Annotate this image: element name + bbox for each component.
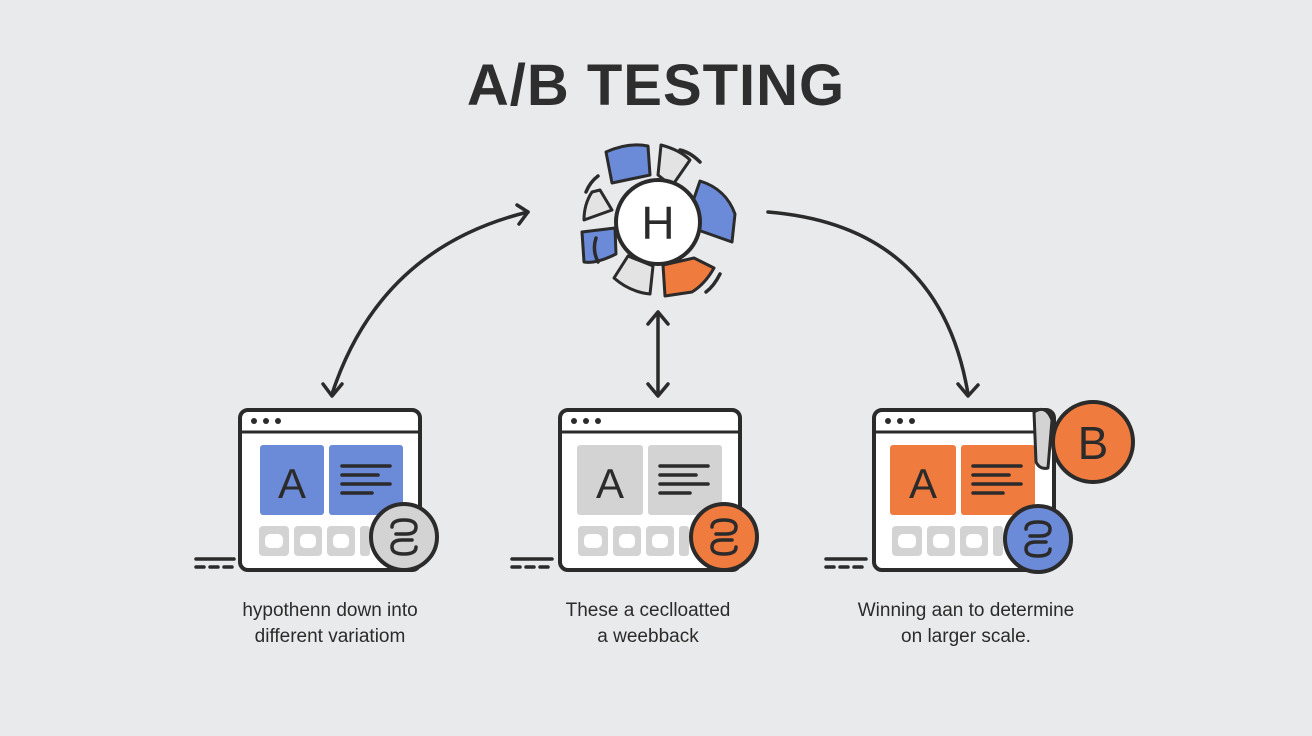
right-arrowhead — [956, 382, 980, 398]
hypothesis-hub: H — [580, 143, 737, 298]
hub-ring-icon — [580, 143, 737, 298]
caption-1-line-1: hypothenn down into — [242, 600, 418, 621]
variant-letter: A — [278, 460, 306, 507]
text-lines-icon — [340, 464, 392, 495]
caption-2: These a ceclloatted a weebback — [498, 598, 798, 650]
left-curved-arrow — [330, 210, 530, 396]
variant-text-block — [329, 445, 403, 515]
variant-panel-1: A — [194, 408, 439, 572]
variant-letter: A — [596, 460, 624, 507]
text-lines-icon — [971, 464, 1023, 495]
caption-2-line-1: These a ceclloatted — [565, 600, 731, 621]
badge-link-icon — [1003, 504, 1073, 574]
center-arrowhead-bottom — [646, 382, 670, 398]
caption-1: hypothenn down into different variatiom — [180, 598, 480, 650]
left-arrowhead-top — [515, 203, 530, 226]
dash-lines-icon — [194, 557, 236, 569]
variant-b-letter: B — [1078, 417, 1109, 469]
caption-1-line-2: different variatiom — [254, 626, 406, 647]
variant-text-block — [648, 445, 722, 515]
right-curved-arrow — [766, 210, 970, 396]
diagram-title: A/B TESTING — [466, 53, 846, 118]
caption-3-line-2: on larger scale. — [901, 626, 1031, 647]
badge-link-icon — [689, 502, 759, 572]
caption-2-line-2: a weebback — [597, 626, 699, 647]
badge-link-icon — [369, 502, 439, 572]
caption-3-line-1: Winning aan to determine — [857, 600, 1075, 621]
caption-3: Winning aan to determine on larger scale… — [816, 598, 1116, 650]
dash-lines-icon — [824, 557, 868, 569]
hub-letter: H — [641, 197, 674, 249]
variant-panel-2: A — [510, 408, 759, 572]
center-arrowhead-top — [646, 310, 670, 326]
variant-b-badge: B — [1032, 400, 1135, 484]
variant-text-block — [961, 445, 1035, 515]
variant-image-block — [260, 445, 324, 515]
dash-lines-icon — [510, 557, 554, 569]
text-lines-icon — [658, 464, 710, 495]
variant-image-block — [890, 445, 956, 515]
variant-letter: A — [909, 460, 937, 507]
variant-image-block — [577, 445, 643, 515]
left-arrowhead-bottom — [321, 382, 344, 398]
variant-panel-3: A B — [824, 400, 1135, 574]
